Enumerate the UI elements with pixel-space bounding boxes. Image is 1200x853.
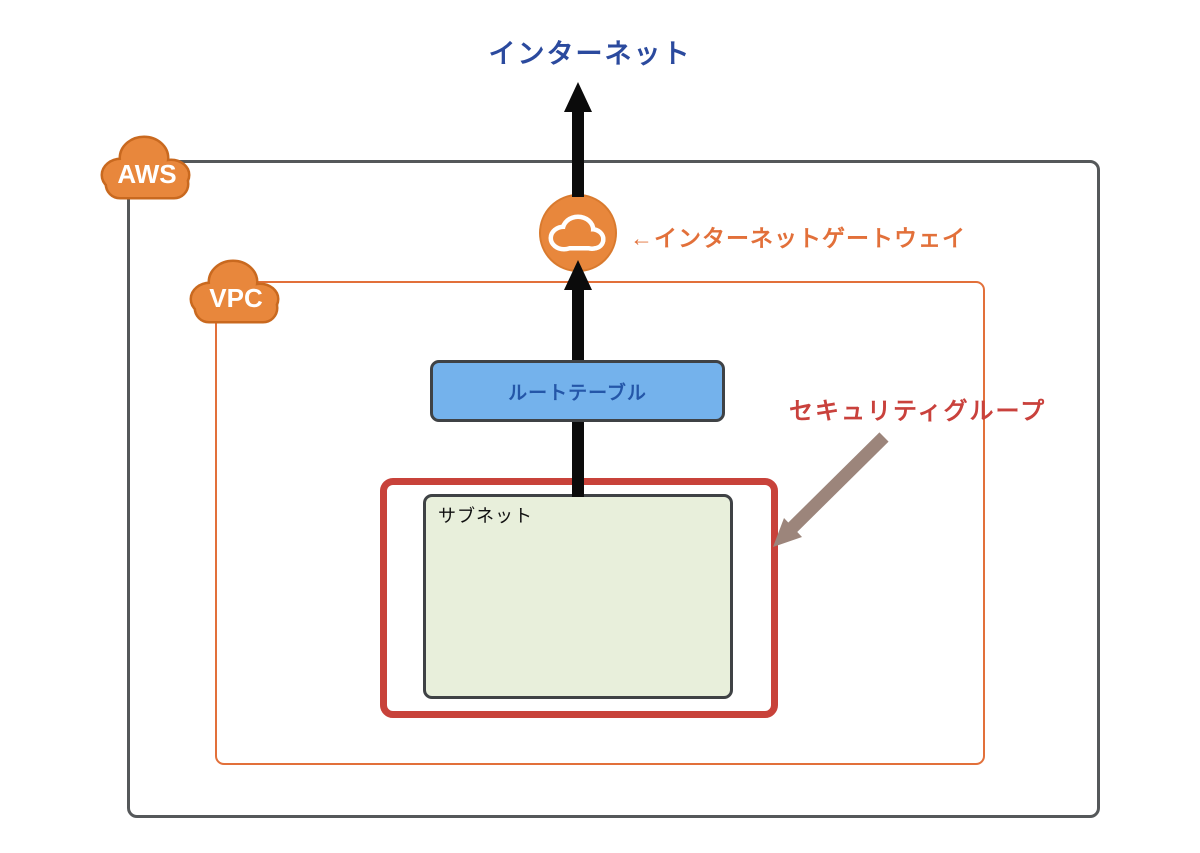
aws-cloud-icon: AWS xyxy=(100,135,191,200)
internet-gateway-label: ←インターネットゲートウェイ xyxy=(630,225,966,251)
route-table-label: ルートテーブル xyxy=(508,382,647,404)
subnet-box: サブネット xyxy=(423,494,733,699)
aws-label: AWS xyxy=(117,159,176,189)
vpc-cloud-icon: VPC xyxy=(189,259,280,324)
internet-label: インターネット xyxy=(488,39,692,69)
route-table-box: ルートテーブル xyxy=(430,360,725,422)
vpc-boundary-box xyxy=(215,281,985,765)
subnet-label: サブネット xyxy=(438,506,533,526)
vpc-label: VPC xyxy=(209,283,263,313)
security-group-label: セキュリティグループ xyxy=(789,398,1047,425)
aws-boundary-box xyxy=(127,160,1100,818)
